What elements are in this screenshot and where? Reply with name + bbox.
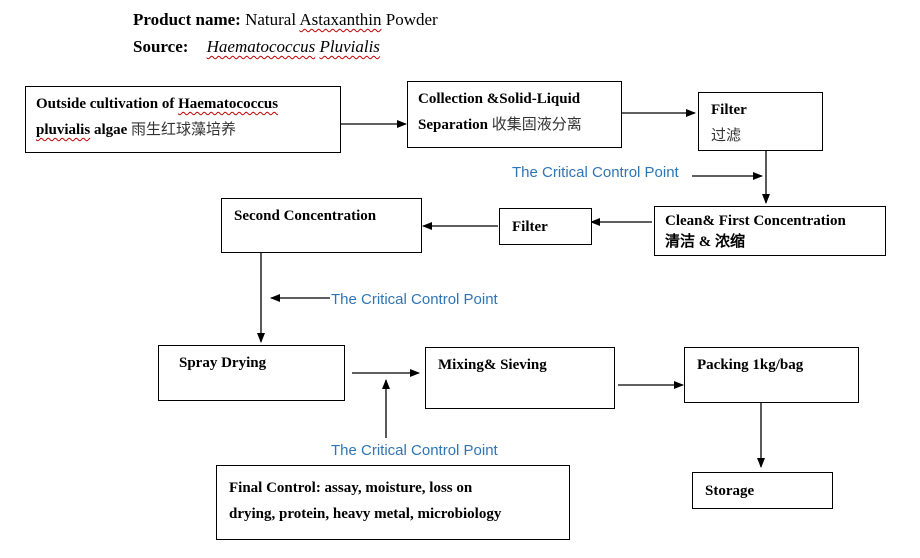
final-line-1: Final Control: assay, moisture, loss on [229,480,473,496]
filter1-label: Filter [711,102,747,118]
node-filter-1: Filter 过滤 [698,92,823,151]
source-word-2: Pluvialis [319,37,380,56]
source-word-1: Haematococcus [206,37,316,56]
collection-line-1: Collection &Solid-Liquid [418,91,581,107]
product-name-label: Product name: [133,10,241,29]
product-name-word-3: Powder [385,10,438,29]
source-label: Source: [133,37,189,56]
node-second-concentration: Second Concentration [221,198,422,253]
node-final-control: Final Control: assay, moisture, loss on … [216,465,570,540]
clean-line-1: Clean& First Concentration [665,213,846,229]
node-packing: Packing 1kg/bag [684,347,859,403]
cultivation-line-2: pluvialis algae 雨生红球藻培养 [36,122,237,138]
node-collection-separation: Collection &Solid-Liquid Separation 收集固液… [407,81,622,148]
node-outside-cultivation: Outside cultivation of Haematococcus plu… [25,86,341,153]
node-clean-first-concentration: Clean& First Concentration 清洁 & 浓缩 [654,206,886,256]
node-storage: Storage [692,472,833,509]
product-name-word-1: Natural [245,10,297,29]
source-line: Source: Haematococcus Pluvialis [133,37,380,57]
ccp-label-1: The Critical Control Point [512,164,679,181]
clean-zh: 清洁 & 浓缩 [665,234,745,250]
node-spray-drying: Spray Drying [158,345,345,401]
ccp-label-2: The Critical Control Point [331,291,498,308]
ccp-label-3: The Critical Control Point [331,442,498,459]
final-line-2: drying, protein, heavy metal, microbiolo… [229,506,502,522]
filter1-zh: 过滤 [711,128,742,144]
collection-line-2: Separation 收集固液分离 [418,117,582,133]
product-name-line: Product name: Natural Astaxanthin Powder [133,10,438,30]
node-filter-2: Filter [499,208,592,245]
node-mixing-sieving: Mixing& Sieving [425,347,615,409]
product-name-word-2: Astaxanthin [299,10,382,29]
cultivation-line-1: Outside cultivation of Haematococcus [36,96,279,112]
